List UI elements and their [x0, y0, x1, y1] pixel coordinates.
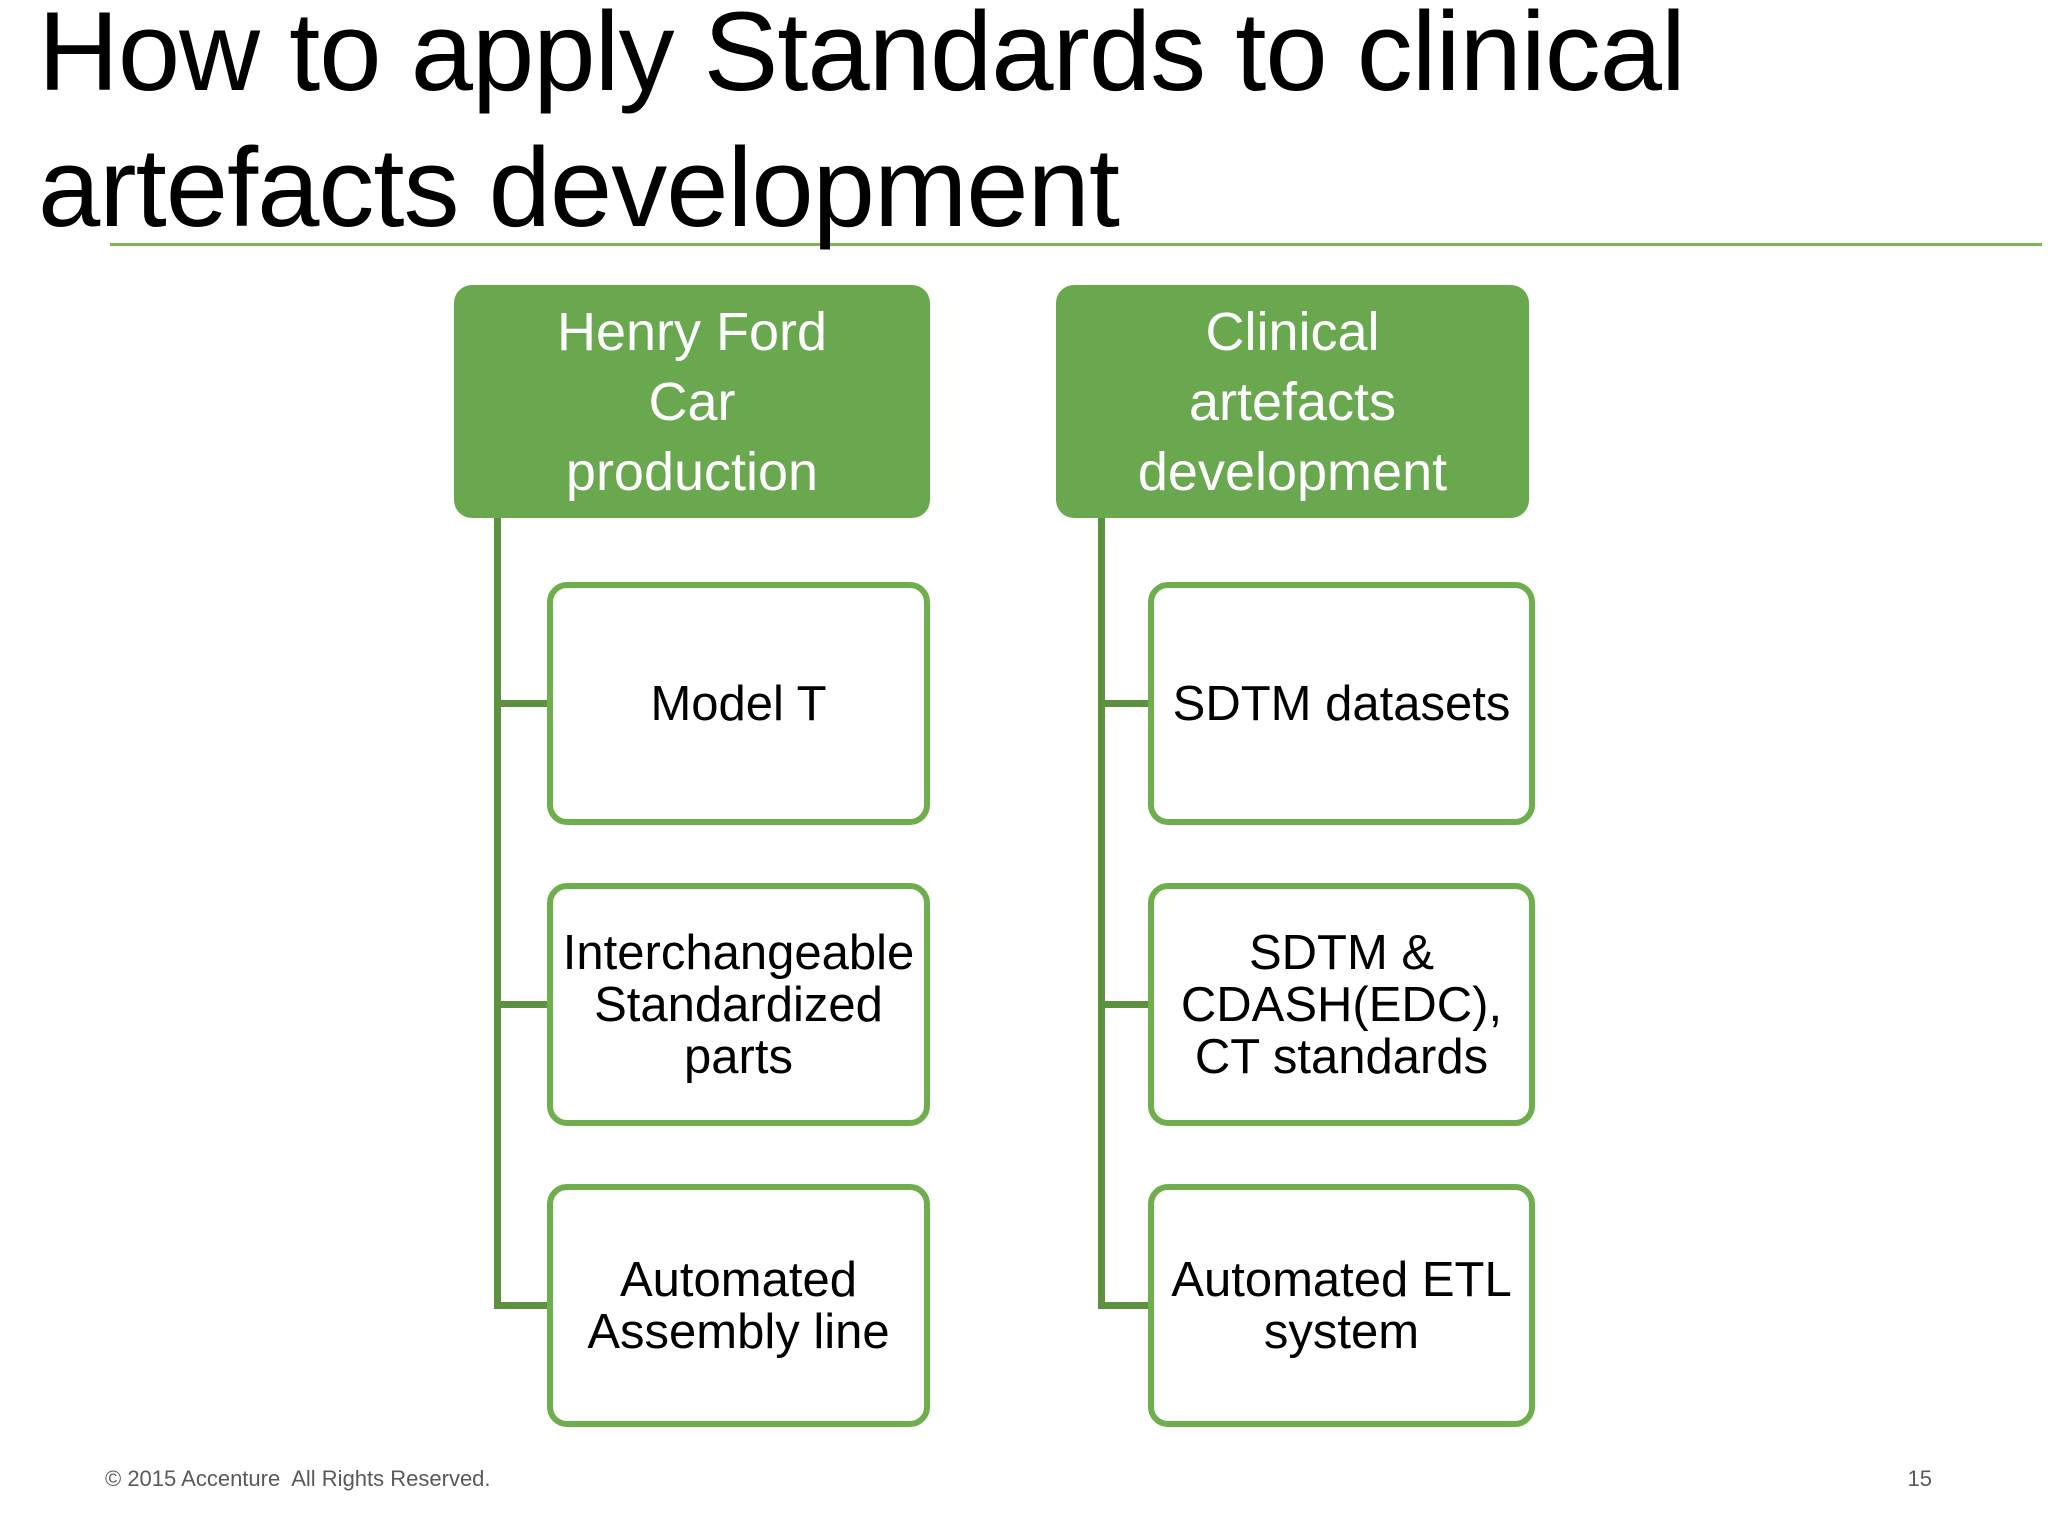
title-underline: [110, 243, 2042, 246]
header-box-clinical-artefacts-development: Clinical artefacts development: [1056, 285, 1529, 518]
child-box-sdtm-cdash-edc-ct-standards: SDTM & CDASH(EDC), CT standards: [1148, 883, 1535, 1126]
child-box-automated-assembly-line: Automated Assembly line: [547, 1184, 930, 1427]
child-box-interchangeable-standardized-parts: Interchangeable Standardized parts: [547, 883, 930, 1126]
child-box-model-t: Model T: [547, 582, 930, 825]
connector-stub-right-1: [1098, 700, 1151, 707]
connector-stub-left-1: [494, 700, 550, 707]
slide-title: How to apply Standards to clinical artef…: [38, 0, 1686, 250]
connector-stub-right-3: [1098, 1302, 1151, 1309]
connector-stub-right-2: [1098, 1001, 1151, 1008]
connector-trunk-right: [1098, 518, 1105, 1309]
footer-copyright: © 2015 Accenture All Rights Reserved.: [105, 1466, 491, 1491]
child-box-sdtm-datasets: SDTM datasets: [1148, 582, 1535, 825]
footer-page-number: 15: [1907, 1466, 1932, 1491]
child-box-automated-etl-system: Automated ETL system: [1148, 1184, 1535, 1427]
header-box-henry-ford-car-production: Henry Ford Car production: [454, 285, 930, 518]
connector-stub-left-3: [494, 1302, 550, 1309]
connector-trunk-left: [494, 518, 501, 1309]
connector-stub-left-2: [494, 1001, 550, 1008]
